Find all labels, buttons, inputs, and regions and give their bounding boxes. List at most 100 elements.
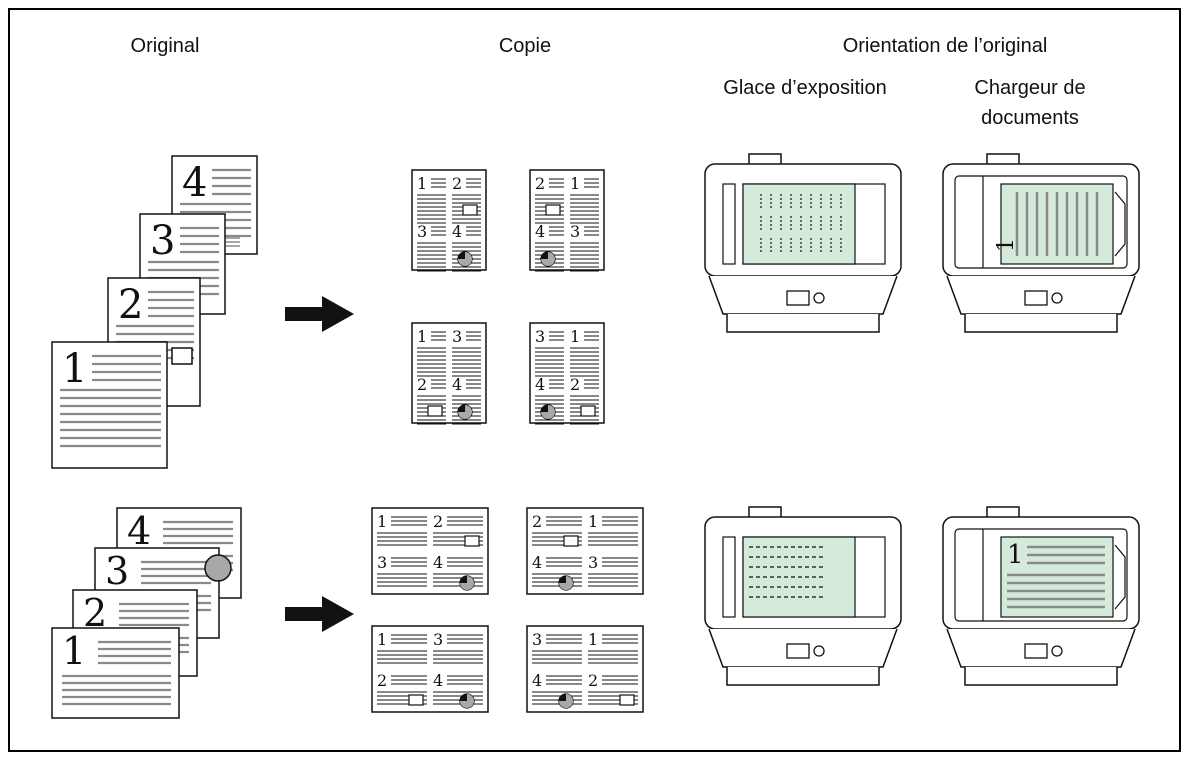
copy-sheet-portrait: 2 1 4 3: [529, 169, 605, 272]
copy-quadrant: 1: [417, 174, 446, 224]
copy-quadrant: 2: [570, 375, 599, 425]
copy-quadrant: 2: [452, 174, 481, 224]
copy-quadrant: 1: [588, 512, 638, 546]
copy-page-number: 1: [570, 174, 580, 193]
copy-quadrant: 4: [535, 375, 564, 425]
copy-page-number: 3: [588, 553, 598, 572]
copy-page-number: 4: [535, 222, 545, 241]
copy-sheet-landscape: 1 3 2 4: [371, 625, 489, 713]
copy-page-number: 1: [570, 327, 580, 346]
diagram-frame: [8, 8, 1181, 752]
copy-page-number: 2: [417, 375, 427, 394]
control-panel-display: [1024, 290, 1048, 306]
box-mark: [580, 405, 596, 417]
copy-quadrant: 1: [588, 630, 638, 664]
copy-sheet-landscape: 2 1 4 3: [526, 507, 644, 595]
copy-page-number: 2: [570, 375, 580, 394]
box-mark: [427, 405, 443, 417]
copy-page-number: 4: [532, 553, 542, 572]
copy-quadrant: 4: [433, 671, 483, 709]
copy-page-number: 4: [452, 222, 462, 241]
copy-quadrant: 1: [377, 512, 427, 546]
box-mark: [408, 694, 424, 706]
control-panel-display: [786, 643, 810, 659]
header-copie: Copie: [498, 35, 552, 57]
copy-page-number: 1: [417, 174, 427, 193]
copy-quadrant: 2: [377, 671, 427, 706]
copy-quadrant: 2: [433, 512, 483, 547]
copy-page-number: 3: [417, 222, 427, 241]
copy-quadrant: 3: [452, 327, 481, 377]
page-number: 1: [62, 629, 86, 673]
copy-page-number: 4: [452, 375, 462, 394]
box-mark: [545, 204, 561, 216]
copy-page-number: 4: [535, 375, 545, 394]
copy-sheet-portrait: 1 2 3 4: [411, 169, 487, 272]
header-orientation: Orientation de l’original: [842, 35, 1048, 57]
copy-page-number: 2: [535, 174, 545, 193]
copy-page-number: 1: [588, 512, 598, 531]
copy-page-number: 1: [377, 630, 387, 649]
pie-mark: [204, 554, 232, 582]
copy-page-number: 3: [535, 327, 545, 346]
copy-page-number: 1: [417, 327, 427, 346]
start-button-icon: [1051, 645, 1063, 657]
copy-quadrant: 4: [452, 222, 481, 272]
copy-quadrant: 2: [532, 512, 582, 547]
copy-page-number: 3: [570, 222, 580, 241]
copy-page-number: 2: [452, 174, 462, 193]
page-number: 1: [62, 346, 87, 392]
copy-sheet-landscape: 1 2 3 4: [371, 507, 489, 595]
page-number: 2: [118, 282, 143, 328]
page-number: 1: [1007, 540, 1024, 570]
copy-quadrant: 3: [588, 553, 638, 587]
copy-quadrant: 1: [417, 327, 446, 377]
copy-quadrant: 4: [433, 553, 483, 591]
copy-page-number: 4: [433, 671, 443, 690]
copy-page-number: 3: [377, 553, 387, 572]
copy-quadrant: 4: [532, 671, 582, 709]
copy-quadrant: 3: [570, 222, 599, 272]
header-chargeur-line2: documents: [981, 107, 1079, 129]
arrow-right-icon: [285, 596, 354, 632]
copy-quadrant: 4: [535, 222, 564, 272]
header-original: Original: [130, 35, 200, 57]
header-chargeur-line1: Chargeur de: [974, 77, 1086, 99]
page-number: 1: [994, 238, 1019, 252]
copy-quadrant: 4: [532, 553, 582, 591]
copy-page-number: 2: [532, 512, 542, 531]
copy-page-number: 4: [532, 671, 542, 690]
page-number: 3: [150, 218, 175, 264]
copy-page-number: 2: [377, 671, 387, 690]
machine-feeder-portrait: 1: [942, 153, 1140, 333]
box-mark: [462, 204, 478, 216]
original-on-glass: [742, 183, 856, 265]
copy-quadrant: 4: [452, 375, 481, 425]
copy-quadrant: 2: [588, 671, 638, 706]
copy-quadrant: 1: [570, 327, 599, 377]
copy-quadrant: 2: [417, 375, 446, 425]
copy-sheet-portrait: 1 3 2 4: [411, 322, 487, 425]
page-number: 4: [182, 160, 207, 206]
copy-page-number: 3: [452, 327, 462, 346]
copy-page-number: 3: [433, 630, 443, 649]
original-landscape-page: 1: [51, 627, 180, 719]
box-mark: [464, 535, 480, 547]
box-mark: [563, 535, 579, 547]
copy-quadrant: 3: [532, 630, 582, 664]
header-glace: Glace d’exposition: [723, 77, 887, 99]
page-number: 3: [105, 549, 129, 593]
start-button-icon: [1051, 292, 1063, 304]
copy-page-number: 4: [433, 553, 443, 572]
control-panel-display: [1024, 643, 1048, 659]
start-button-icon: [813, 292, 825, 304]
copy-quadrant: 1: [570, 174, 599, 224]
copy-quadrant: 1: [377, 630, 427, 664]
copy-quadrant: 2: [535, 174, 564, 224]
copy-quadrant: 3: [417, 222, 446, 272]
machine-platen-portrait: [704, 153, 902, 333]
copy-page-number: 1: [377, 512, 387, 531]
